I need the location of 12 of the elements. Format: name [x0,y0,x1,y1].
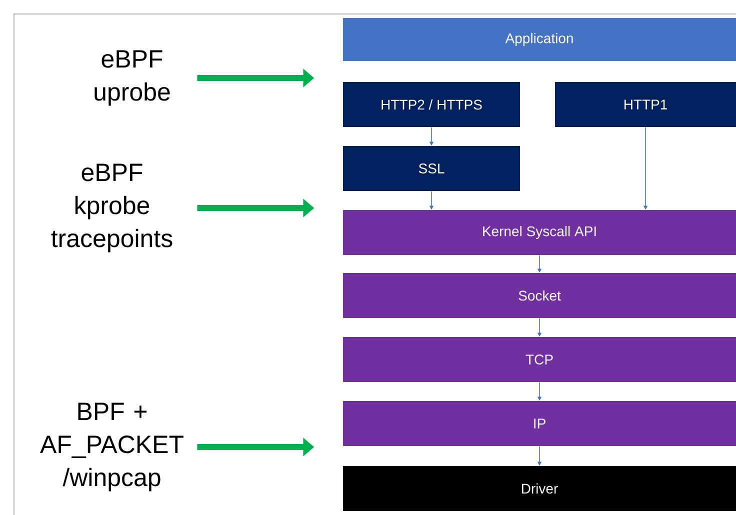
probe-label: eBPF kprobe tracepoints [51,164,172,252]
probe-label: eBPF uprobe [94,50,170,106]
layer-box: Application [343,18,736,61]
layer-box: TCP [343,337,736,382]
layer-box: IP [343,401,736,446]
layer-box: Driver [343,466,736,511]
layer-box: Kernel Syscall API [343,210,736,255]
probe-label: BPF + AF_PACKET /winpcap [40,402,184,492]
layer-box: HTTP1 [555,82,736,127]
layer-box: HTTP2 / HTTPS [343,82,520,127]
layer-box: SSL [343,146,520,191]
layer-box: Socket [343,273,736,318]
